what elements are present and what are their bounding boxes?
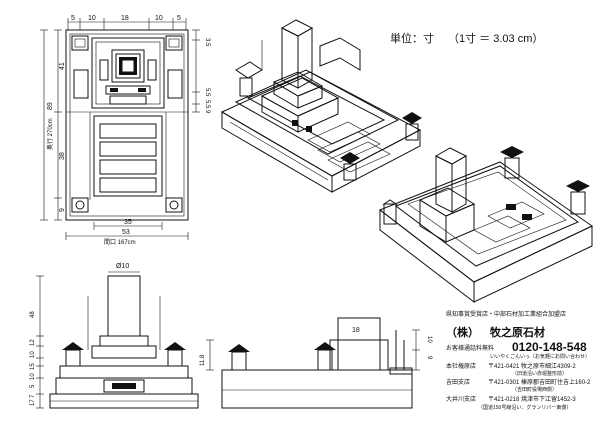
plan-dim-top-1: 5	[71, 15, 75, 22]
plan-dim-right-4: 9	[204, 110, 210, 114]
company-brand-prefix: （株）	[446, 325, 479, 339]
office-1-name: 本社権原店	[446, 362, 476, 370]
side-dim-right-2: 9	[426, 356, 432, 360]
plan-dim-bottom-inner: 35	[124, 219, 132, 226]
office-1-note: （旧道沿い赤堀整形前）	[512, 370, 567, 377]
isometric-view-rear	[378, 146, 593, 304]
plan-dim-right-2: 5.5	[204, 88, 210, 97]
plan-dim-top-5: 5	[177, 15, 181, 22]
front-dim-left-5: 10	[30, 373, 36, 380]
isometric-view-front	[220, 19, 422, 193]
office-1-address: 〒421-0421 牧之原市細江4309-2	[488, 362, 576, 370]
front-dim-left-6: 5	[30, 384, 36, 388]
plan-dim-right-1: 3.5	[204, 38, 210, 47]
office-2-note: （吉田町役場西側）	[512, 386, 557, 393]
company-phone: 0120-148-548	[512, 340, 587, 354]
plan-dim-left-1: 41	[59, 62, 66, 70]
plan-dim-left-2: 38	[59, 152, 66, 160]
front-dim-left-4: 15	[30, 363, 36, 370]
plan-dim-bottom-outer: 53	[122, 229, 130, 236]
front-dim-left-8: 17	[30, 399, 36, 406]
plan-dim-top-2: 10	[88, 15, 96, 22]
side-dim-top: 18	[352, 327, 360, 334]
plan-dim-top-4: 10	[155, 15, 163, 22]
front-dim-left-7: 7	[30, 394, 36, 398]
plan-depth-num: 89	[47, 102, 54, 110]
office-3-address: 〒421-0218 焼津市下江留1452-3	[488, 395, 576, 403]
scale-unit-label: 単位：寸	[390, 31, 434, 45]
plan-dim-top-3: 18	[121, 15, 129, 22]
office-3-note: （国道150号線沿い、グランリバー東側）	[478, 404, 571, 411]
front-dim-left-1: 48	[30, 311, 36, 318]
side-dim-left: 11.8	[200, 354, 206, 366]
plan-depth-label: 奥行 270cm	[46, 118, 54, 150]
free-call-label: お客様通話料無料	[446, 344, 494, 352]
side-elevation: 18 11.8 10 9	[200, 317, 432, 409]
plan-dim-right-3: 5.5	[204, 100, 210, 109]
side-dim-right-1: 10	[426, 336, 432, 343]
scale-conversion: （1寸 ＝ 3.03 cm）	[448, 31, 543, 45]
plan-view: 5 10 18 10 5	[40, 15, 210, 246]
office-3-name: 大井川支店	[446, 395, 476, 403]
front-dim-left-3: 10	[30, 351, 36, 358]
free-call-sub: いいやくごんいっ（お気軽にお問い合わせ）	[490, 353, 590, 360]
company-header: 県知事賞受賞店・中部石材加工業組合加盟店	[446, 310, 566, 318]
front-dim-left-2: 12	[30, 339, 36, 346]
plan-dim-left-3: 9	[59, 208, 66, 212]
front-dim-top: Ø10	[116, 263, 129, 270]
office-2-address: 〒421-0301 榛原郡吉田町住吉上160-2	[488, 378, 591, 386]
company-brand-name: 牧之原石材	[490, 325, 545, 339]
office-2-name: 吉田支店	[446, 378, 470, 386]
company-info: 県知事賞受賞店・中部石材加工業組合加盟店 （株） 牧之原石材 お客様通話料無料 …	[446, 310, 591, 411]
front-elevation: Ø10 48 12 10 15 10 5 7	[30, 263, 199, 409]
plan-width-label: 間口 167cm	[104, 239, 136, 246]
